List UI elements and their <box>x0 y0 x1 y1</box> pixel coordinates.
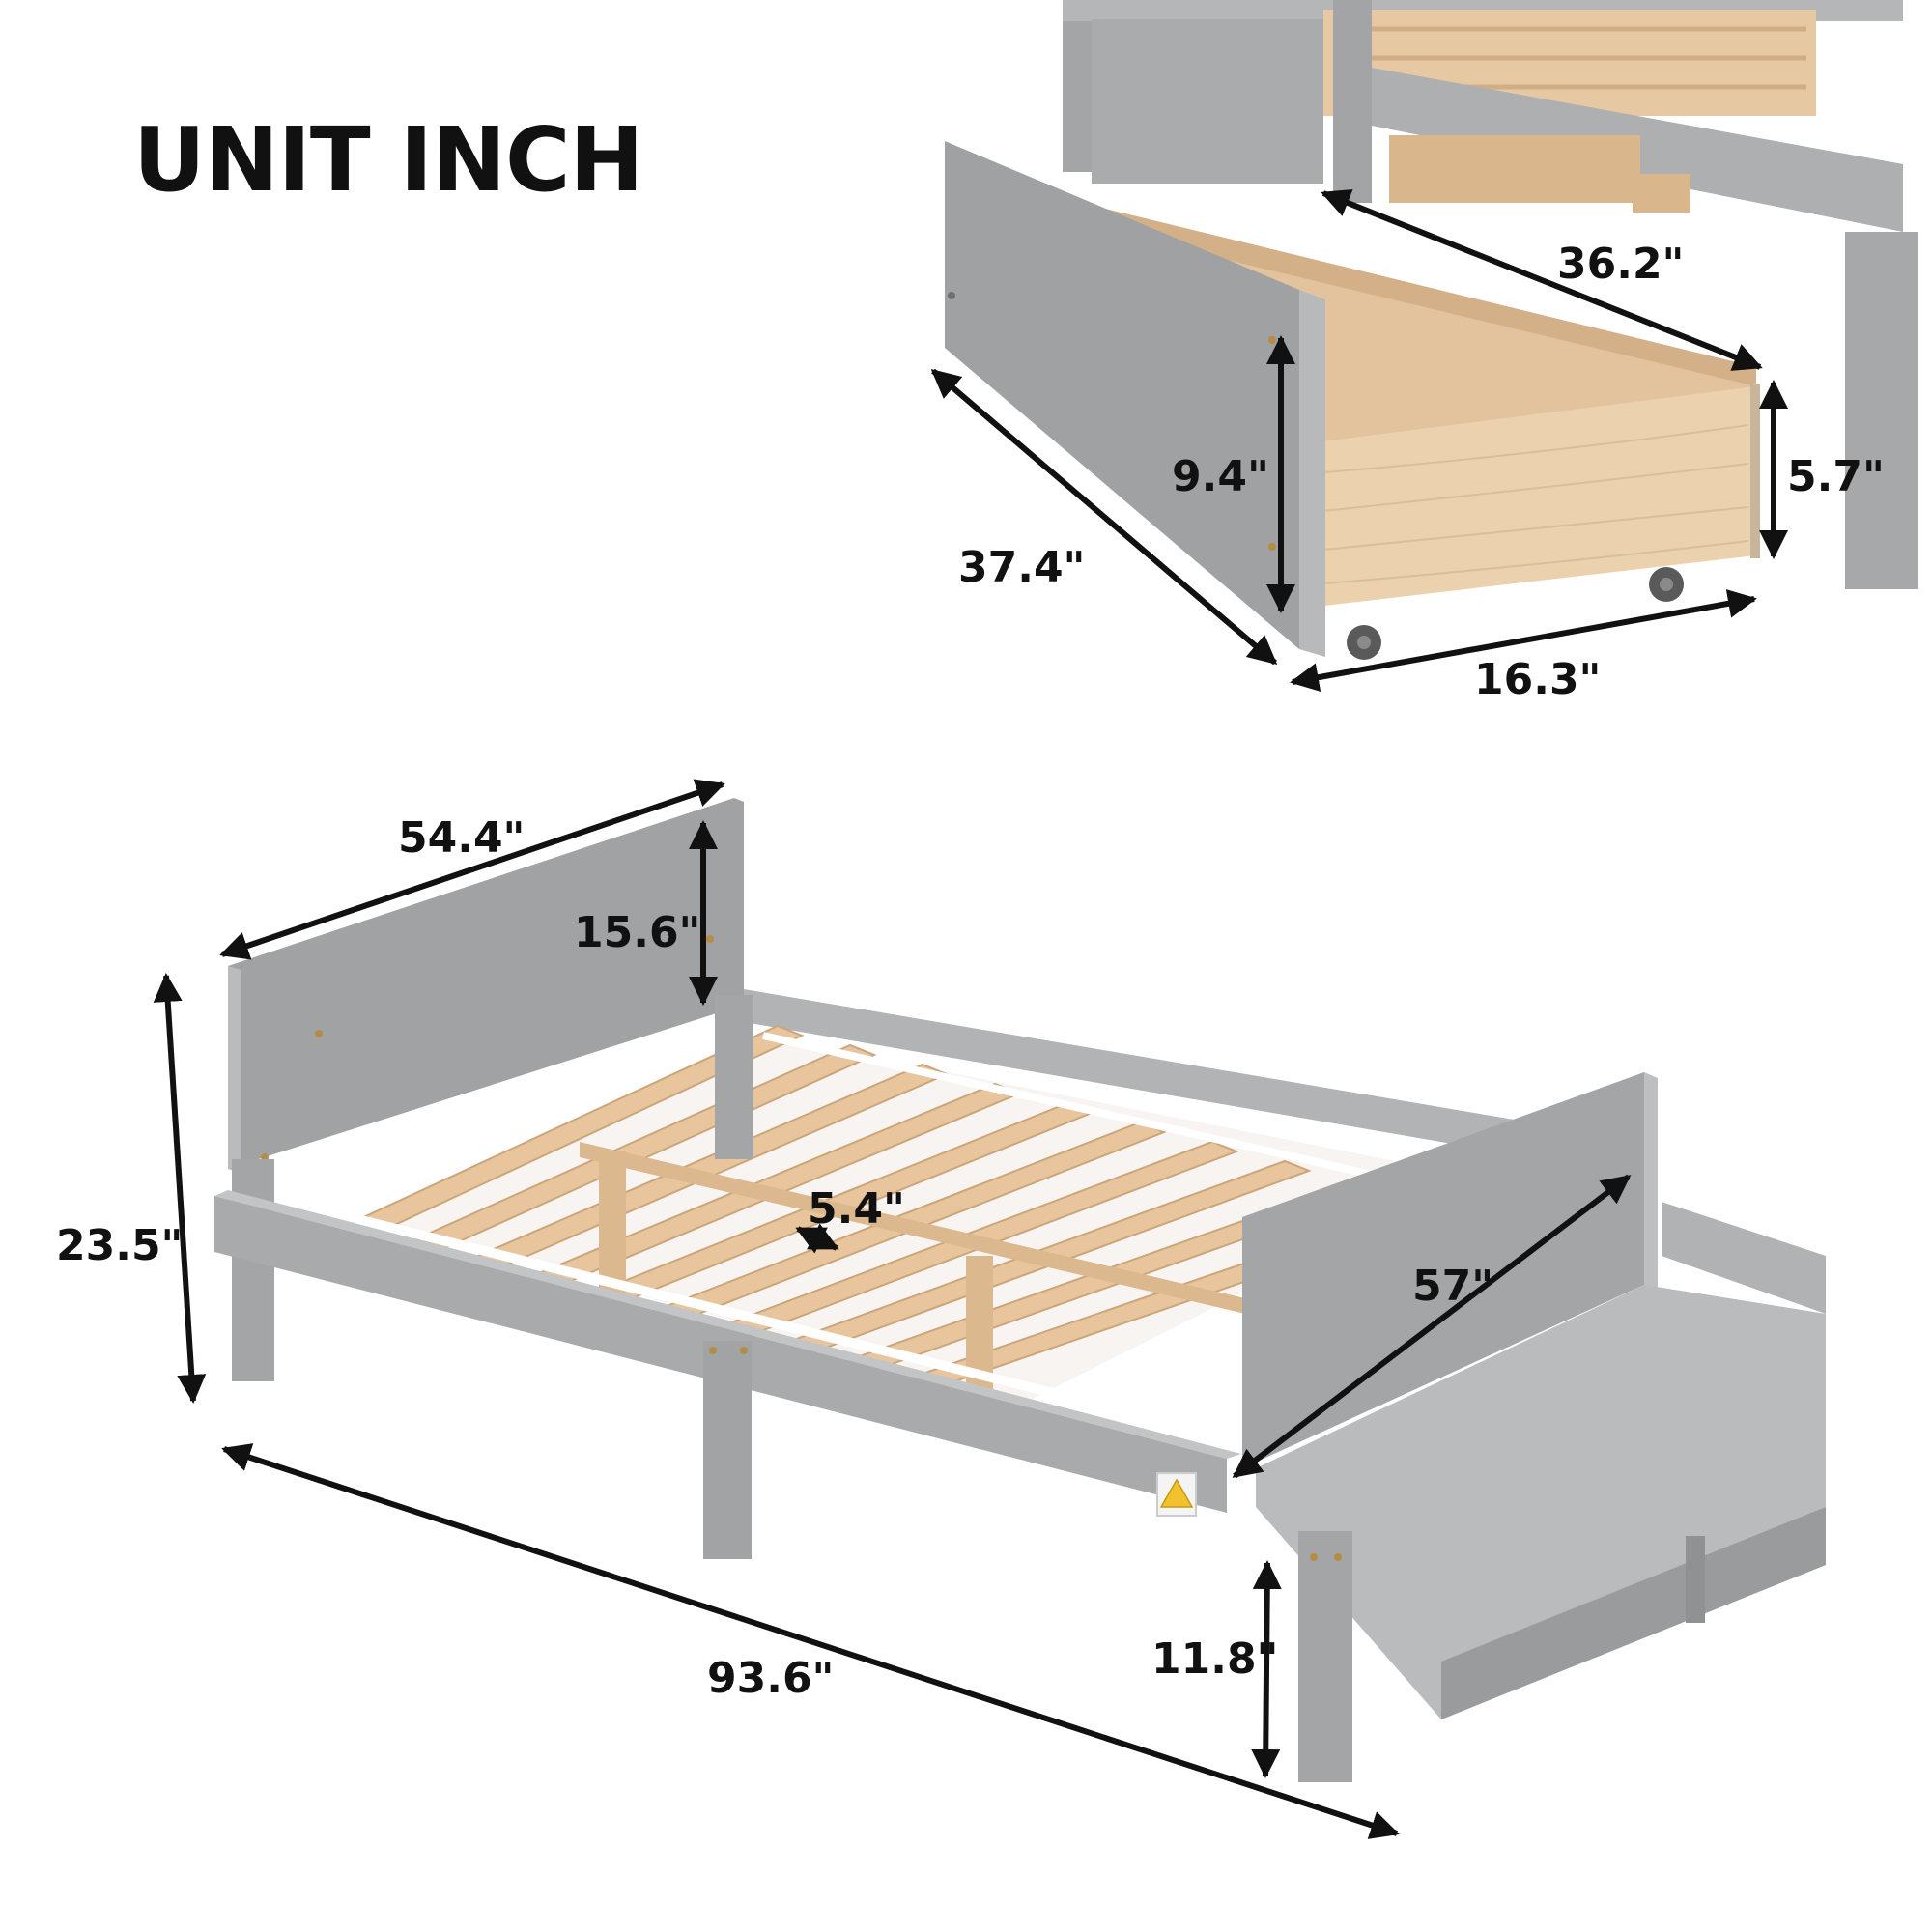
dim-drawer-front-height: 9.4" <box>1172 452 1269 501</box>
bed-illustration <box>153 779 1826 1839</box>
dim-headboard-height: 15.6" <box>574 908 701 957</box>
dim-clearance-height: 11.8" <box>1151 1634 1279 1684</box>
dim-drawer-length-inner: 36.2" <box>1557 240 1685 289</box>
drawer-illustration <box>930 0 1918 692</box>
dim-overall-height: 23.5" <box>56 1221 184 1270</box>
page-title: UNIT INCH <box>133 108 643 212</box>
bed-frame-background <box>1063 0 1918 589</box>
dim-slat-gap: 5.4" <box>808 1184 905 1234</box>
drawer-dimension-lines <box>930 189 1788 692</box>
dim-drawer-box-height: 5.7" <box>1787 452 1885 501</box>
bed-dimension-lines <box>153 779 1632 1839</box>
dim-overall-length: 93.6" <box>707 1654 835 1703</box>
dim-drawer-length-outer: 37.4" <box>958 543 1086 592</box>
dim-headboard-width: 54.4" <box>398 813 526 863</box>
warning-label-icon <box>1156 1472 1197 1517</box>
dim-drawer-width: 16.3" <box>1474 655 1602 704</box>
dim-side-rail-length: 57" <box>1412 1262 1494 1311</box>
